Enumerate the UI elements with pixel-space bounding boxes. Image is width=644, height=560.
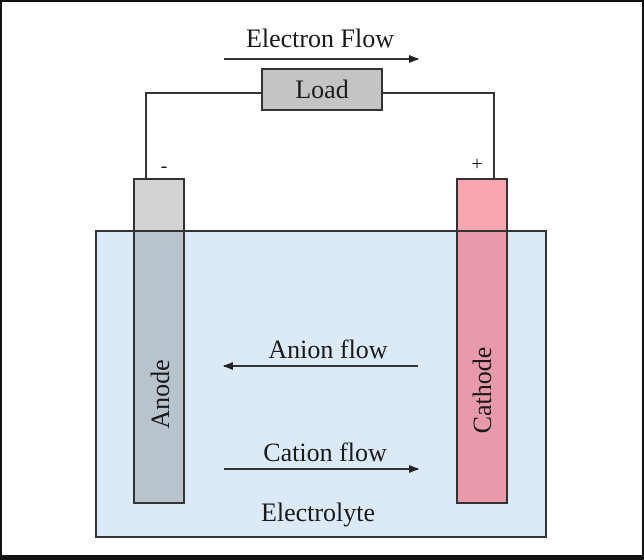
load-label: Load: [295, 75, 348, 104]
cathode-label: Cathode: [468, 347, 497, 434]
anode-exposed: [133, 178, 185, 232]
negative-terminal-sign: -: [161, 155, 168, 177]
cathode-exposed: [456, 178, 508, 232]
cathode-electrode: [456, 230, 508, 504]
anion-flow-label: Anion flow: [268, 335, 387, 364]
electrolyte-label: Electrolyte: [261, 498, 375, 527]
load-box: [261, 68, 383, 111]
anode-electrode: [133, 230, 185, 504]
positive-terminal-sign: +: [471, 153, 482, 175]
anode-label: Anode: [146, 359, 175, 428]
electron-flow-label: Electron Flow: [246, 24, 394, 53]
wire-right: [382, 92, 495, 179]
cation-flow-label: Cation flow: [263, 438, 387, 467]
wire-left: [145, 92, 262, 179]
